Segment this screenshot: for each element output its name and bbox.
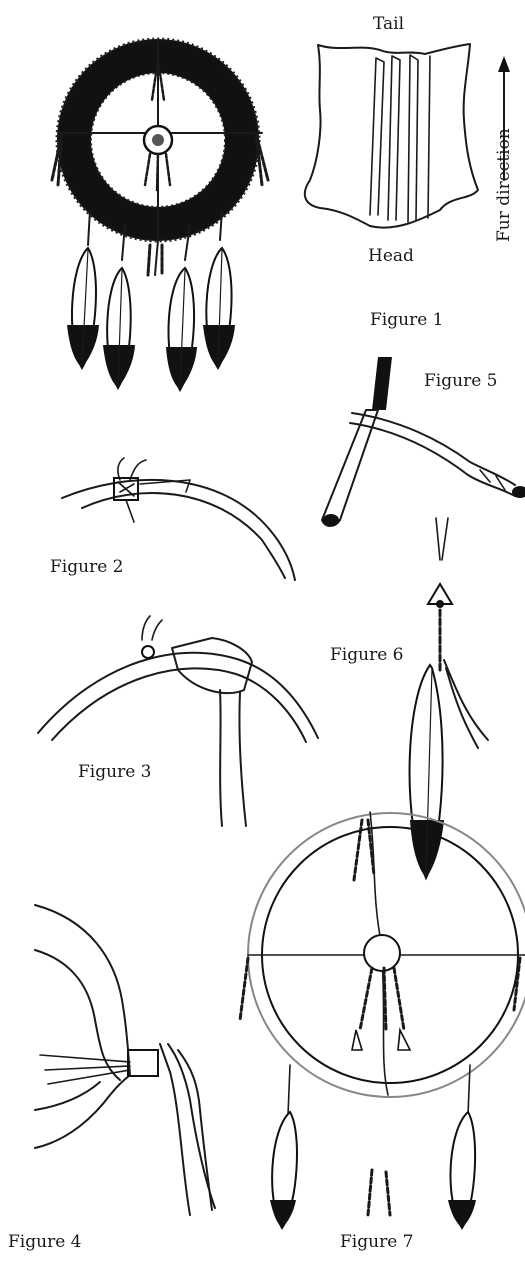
feather (203, 248, 235, 368)
figure-7-caption: Figure 7 (340, 1232, 413, 1252)
hoop-wrap-detail-illustration (35, 905, 215, 1215)
hoop-strap-illustration (38, 616, 318, 826)
tail-label: Tail (373, 14, 404, 34)
assembled-dreamcatcher-illustration (240, 812, 525, 1228)
figure-3-caption: Figure 3 (78, 762, 151, 782)
feather (67, 248, 99, 368)
figure-4-caption: Figure 4 (8, 1232, 81, 1252)
figure-1-caption: Figure 1 (370, 310, 443, 330)
fur-hoop-illustration (52, 39, 268, 275)
fur-direction-label: Fur direction (494, 128, 514, 242)
figure-5-caption: Figure 5 (424, 371, 497, 391)
figure-6-caption: Figure 6 (330, 645, 403, 665)
figure-2-caption: Figure 2 (50, 557, 123, 577)
feather-pendant-illustration (410, 518, 488, 878)
feather (166, 268, 197, 390)
feather (103, 268, 135, 388)
pelt-illustration (305, 44, 478, 228)
head-label: Head (368, 246, 414, 266)
